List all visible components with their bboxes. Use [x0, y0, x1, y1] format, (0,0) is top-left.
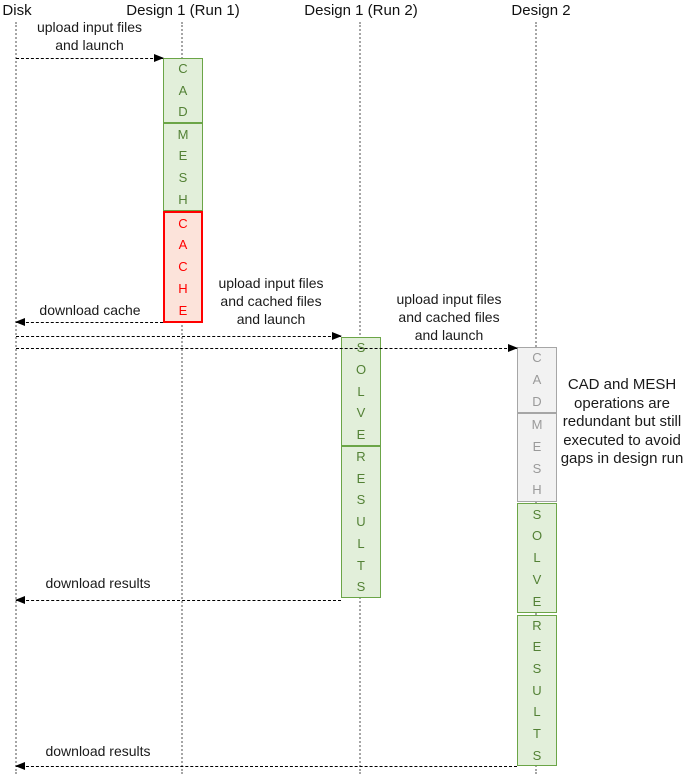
- arrowhead-left-icon: [15, 762, 25, 770]
- column-header-design2: Design 2: [511, 2, 571, 19]
- arrowhead-right-icon: [154, 54, 164, 62]
- arrow-upload-launch-run1: [16, 54, 164, 62]
- arrow-upload-launch-run2: [16, 332, 342, 340]
- column-header-design1-run2: Design 1 (Run 2): [304, 2, 418, 19]
- arrow-download-results-run2: [15, 596, 341, 604]
- arrow-label-download-results-design2: download results: [45, 743, 151, 759]
- arrowhead-left-icon: [15, 596, 25, 604]
- arrowhead-left-icon: [15, 318, 25, 326]
- arrow-label-download-results-run2: download results: [45, 575, 151, 591]
- arrow-upload-launch-design2: [16, 344, 518, 352]
- annotation-redundant-note: CAD and MESH operations are redundant bu…: [560, 376, 684, 467]
- arrow-label-download-cache: download cache: [39, 302, 141, 318]
- arrow-download-results-design2: [15, 762, 517, 770]
- lifeline-design1-run1: [181, 22, 183, 774]
- arrow-label-upload-launch-design2: upload input files and cached files and …: [396, 291, 502, 343]
- arrow-label-upload-launch-run1: upload input files and launch: [36, 19, 143, 53]
- arrowhead-right-icon: [332, 332, 342, 340]
- column-header-design1-run1: Design 1 (Run 1): [126, 2, 240, 19]
- lifeline-disk: [15, 22, 17, 774]
- arrowhead-right-icon: [508, 344, 518, 352]
- column-header-disk: Disk: [2, 2, 32, 19]
- arrow-download-cache: [15, 318, 163, 326]
- arrow-label-upload-launch-run2: upload input files and cached files and …: [218, 275, 324, 327]
